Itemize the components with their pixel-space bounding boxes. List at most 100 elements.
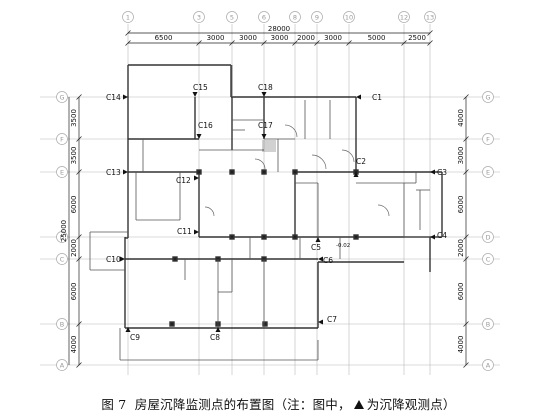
axis-bubble-side: B xyxy=(56,318,68,330)
monitoring-point: C3 xyxy=(430,168,447,177)
width-dim-label: 3000 xyxy=(324,34,342,42)
monitoring-point-label: C3 xyxy=(437,168,447,177)
svg-text:B: B xyxy=(60,321,64,329)
level-mark: -0.02 xyxy=(336,243,350,249)
monitoring-point-label: C2 xyxy=(356,157,366,166)
svg-text:A: A xyxy=(60,362,65,370)
axis-bubble-top: 6 xyxy=(258,11,270,23)
overall-depth-label: 25000 xyxy=(60,220,68,242)
monitoring-point: C16 xyxy=(196,121,213,139)
triangle-marker-icon xyxy=(194,175,199,181)
svg-text:12: 12 xyxy=(400,14,408,22)
axis-bubble-side: G xyxy=(56,91,68,103)
monitoring-point-label: C8 xyxy=(210,333,220,342)
caption-suffix: 为沉降观测点） xyxy=(366,397,456,412)
axis-bubble-side: C xyxy=(482,253,494,265)
caption-prefix: 图 7 房屋沉降监测点的布置图（注：图中， xyxy=(101,397,351,412)
monitoring-point-label: C17 xyxy=(258,121,273,130)
monitoring-point-label: C9 xyxy=(130,333,140,342)
monitoring-point: C4 xyxy=(430,231,447,240)
width-dim-label: 2500 xyxy=(408,34,426,42)
svg-text:G: G xyxy=(485,94,490,102)
triangle-marker-icon xyxy=(196,134,202,139)
axis-bubble-top: 9 xyxy=(311,11,323,23)
triangle-marker-icon xyxy=(318,319,323,325)
axis-bubble-side: F xyxy=(482,133,494,145)
depth-dim-label: 4000 xyxy=(457,109,465,127)
monitoring-point: C18 xyxy=(258,83,273,97)
svg-text:C: C xyxy=(60,256,65,264)
monitoring-point-label: C6 xyxy=(323,256,333,265)
axis-bubble-side: E xyxy=(482,166,494,178)
width-dim-label: 6500 xyxy=(155,34,173,42)
svg-text:5: 5 xyxy=(230,14,234,22)
svg-text:F: F xyxy=(486,136,490,144)
axis-bubble-top: 10 xyxy=(343,11,355,23)
depth-dim-label: 6000 xyxy=(457,196,465,214)
figure-caption: 图 7 房屋沉降监测点的布置图（注：图中， 为沉降观测点） xyxy=(0,394,557,413)
axis-bubble-side: F xyxy=(56,133,68,145)
depth-dim-label: 4000 xyxy=(457,336,465,354)
monitoring-point: C8 xyxy=(210,327,221,342)
axis-bubble-top: 5 xyxy=(226,11,238,23)
width-dim-label: 3000 xyxy=(207,34,225,42)
svg-text:3: 3 xyxy=(197,14,201,22)
monitoring-point: C6 xyxy=(318,256,333,265)
monitoring-point-label: C14 xyxy=(106,93,121,102)
svg-text:13: 13 xyxy=(426,14,434,22)
monitoring-point-label: C7 xyxy=(327,315,337,324)
svg-text:10: 10 xyxy=(345,14,353,22)
axis-bubble-side: D xyxy=(482,231,494,243)
triangle-marker-icon xyxy=(430,234,435,240)
svg-text:9: 9 xyxy=(315,14,319,22)
monitoring-point-label: C11 xyxy=(177,227,192,236)
triangle-marker-icon xyxy=(356,94,361,100)
triangle-marker-icon xyxy=(353,400,364,409)
depth-dim-label: 6000 xyxy=(70,196,78,214)
depth-dim-label: 3000 xyxy=(457,147,465,165)
width-dim-label: 3000 xyxy=(271,34,289,42)
monitoring-point: C1 xyxy=(356,93,382,102)
svg-text:C: C xyxy=(486,256,491,264)
monitoring-point-label: C10 xyxy=(106,255,121,264)
monitoring-point: C10 xyxy=(106,255,125,264)
axis-bubble-side: A xyxy=(482,359,494,371)
svg-text:G: G xyxy=(59,94,64,102)
triangle-marker-icon xyxy=(318,256,323,262)
depth-dim-label: 2000 xyxy=(457,239,465,257)
svg-text:B: B xyxy=(486,321,490,329)
depth-dim-label: 3500 xyxy=(70,147,78,165)
axis-bubble-top: 12 xyxy=(398,11,410,23)
width-dim-label: 2000 xyxy=(297,34,315,42)
overall-width-label: 28000 xyxy=(268,25,290,33)
triangle-marker-icon xyxy=(215,327,221,332)
monitoring-point: C12 xyxy=(176,175,199,185)
triangle-marker-icon xyxy=(261,134,267,139)
monitoring-point: C14 xyxy=(106,93,128,102)
monitoring-point: C2 xyxy=(353,157,366,177)
svg-text:A: A xyxy=(486,362,491,370)
triangle-marker-icon xyxy=(194,229,199,235)
triangle-marker-icon xyxy=(261,92,267,97)
monitoring-point-label: C4 xyxy=(437,231,447,240)
triangle-marker-icon xyxy=(315,237,321,242)
monitoring-point-label: C13 xyxy=(106,168,121,177)
depth-dim-label: 2000 xyxy=(70,239,78,257)
axis-bubble-top: 13 xyxy=(424,11,436,23)
triangle-marker-icon xyxy=(353,172,359,177)
svg-text:8: 8 xyxy=(293,14,297,22)
triangle-marker-icon xyxy=(123,169,128,175)
svg-text:E: E xyxy=(486,169,490,177)
triangle-marker-icon xyxy=(123,94,128,100)
axis-bubble-top: 1 xyxy=(122,11,134,23)
monitoring-point: C5 xyxy=(311,237,321,252)
monitoring-point: C13 xyxy=(106,168,128,177)
axis-bubble-side: D xyxy=(56,231,68,243)
svg-text:F: F xyxy=(60,136,64,144)
axis-bubble-side: A xyxy=(56,359,68,371)
monitoring-point-label: C1 xyxy=(372,93,382,102)
triangle-marker-icon xyxy=(192,92,198,97)
monitoring-point-label: C15 xyxy=(193,83,208,92)
axis-bubble-side: B xyxy=(482,318,494,330)
